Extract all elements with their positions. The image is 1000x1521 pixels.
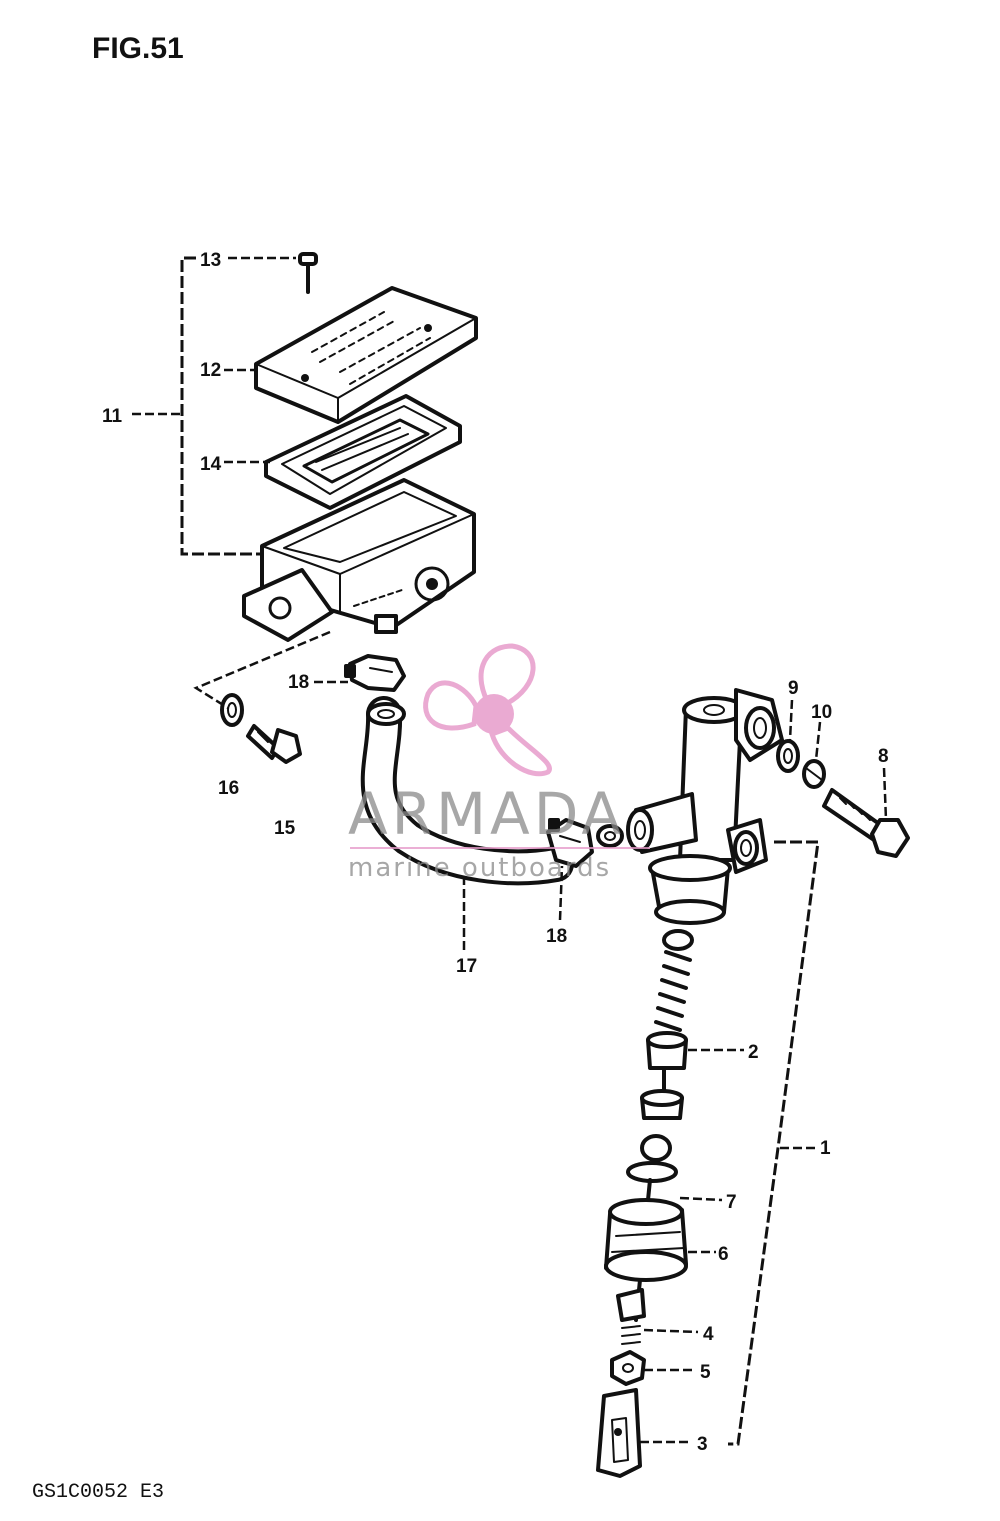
callout-10: 10 (811, 702, 832, 723)
master-cylinder-body (596, 688, 784, 925)
callout-14: 14 (200, 454, 222, 475)
callout-1: 1 (820, 1138, 831, 1159)
callout-16: 16 (218, 778, 239, 799)
callout-2: 2 (748, 1042, 759, 1063)
pushrod-adjuster (616, 1288, 646, 1345)
callout-18-lower: 18 (546, 926, 567, 947)
cylinder-washer (776, 739, 800, 773)
reservoir-body (242, 478, 476, 642)
callout-13: 13 (200, 250, 221, 271)
reservoir-cap (254, 286, 478, 424)
callout-4: 4 (703, 1324, 714, 1345)
piston-spring-assembly (640, 929, 694, 1120)
callout-8: 8 (878, 746, 889, 767)
reservoir-diaphragm (264, 394, 462, 510)
callout-5: 5 (700, 1362, 711, 1383)
cylinder-lock-washer (802, 759, 826, 789)
callout-3: 3 (697, 1434, 708, 1455)
watermark-brand: ARMADA (348, 780, 625, 848)
watermark-propeller-icon (423, 643, 552, 777)
callout-15: 15 (274, 818, 296, 839)
figure-title: FIG.51 (92, 32, 184, 65)
callout-12: 12 (200, 360, 221, 381)
callout-leaders (132, 256, 888, 1444)
reservoir-washer (220, 693, 244, 727)
callout-17: 17 (456, 956, 477, 977)
callout-18-upper: 18 (288, 672, 309, 693)
assembly-brackets (180, 256, 820, 1446)
hose-clamp-lower (546, 818, 594, 868)
pushrod-dust-boot (604, 1198, 688, 1282)
callout-9: 9 (788, 678, 799, 699)
drawing-code: GS1C0052 E3 (32, 1481, 164, 1504)
callout-6: 6 (718, 1244, 729, 1265)
callout-7: 7 (726, 1192, 737, 1213)
watermark-tagline: marine outboards (348, 853, 611, 883)
cylinder-mounting-bolt (822, 788, 910, 858)
reservoir-mounting-bolt (246, 724, 302, 764)
reservoir-hose (360, 696, 574, 886)
callout-11: 11 (102, 406, 123, 427)
pushrod-locknut (610, 1350, 646, 1386)
hose-clamp-upper (344, 654, 406, 692)
watermark: ARMADA marine outboards (348, 643, 650, 883)
reservoir-cap-screw (298, 252, 318, 294)
pushrod-clevis (596, 1388, 642, 1478)
